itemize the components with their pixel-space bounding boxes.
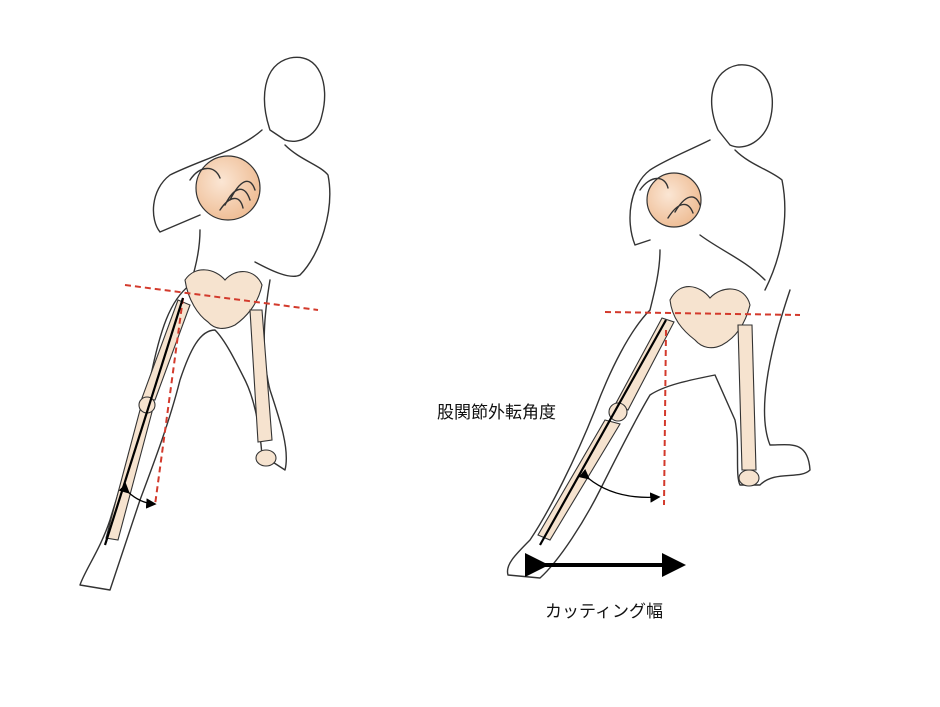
right-legs — [506, 289, 811, 579]
right-torso — [629, 139, 786, 311]
left-vertical-reference — [154, 297, 184, 506]
right-tibia-stance — [537, 419, 621, 541]
hip-abduction-angle-label: 股関節外転角度 — [437, 403, 556, 423]
right-angle-arc — [578, 469, 661, 503]
left-femur-swing — [249, 309, 273, 443]
right-figure — [506, 64, 811, 579]
left-knee-swing — [255, 449, 277, 467]
left-hand — [189, 167, 256, 211]
right-ball — [646, 172, 702, 228]
right-femur-swing — [737, 324, 757, 471]
right-knee — [608, 402, 628, 422]
right-vertical-reference — [663, 329, 667, 506]
right-head — [710, 64, 774, 148]
left-head — [263, 56, 326, 142]
right-knee-swing — [738, 469, 760, 487]
left-angle-arc — [118, 482, 157, 509]
left-figure — [79, 56, 331, 591]
left-ball — [195, 155, 261, 221]
cutting-width-label: カッティング幅 — [545, 602, 663, 622]
right-pelvis-line — [604, 311, 801, 316]
left-pelvis-line — [124, 284, 319, 311]
right-leg-axis — [539, 319, 667, 546]
right-hand — [639, 177, 701, 219]
right-femur-stance — [614, 317, 675, 411]
left-leg-axis — [103, 297, 185, 546]
